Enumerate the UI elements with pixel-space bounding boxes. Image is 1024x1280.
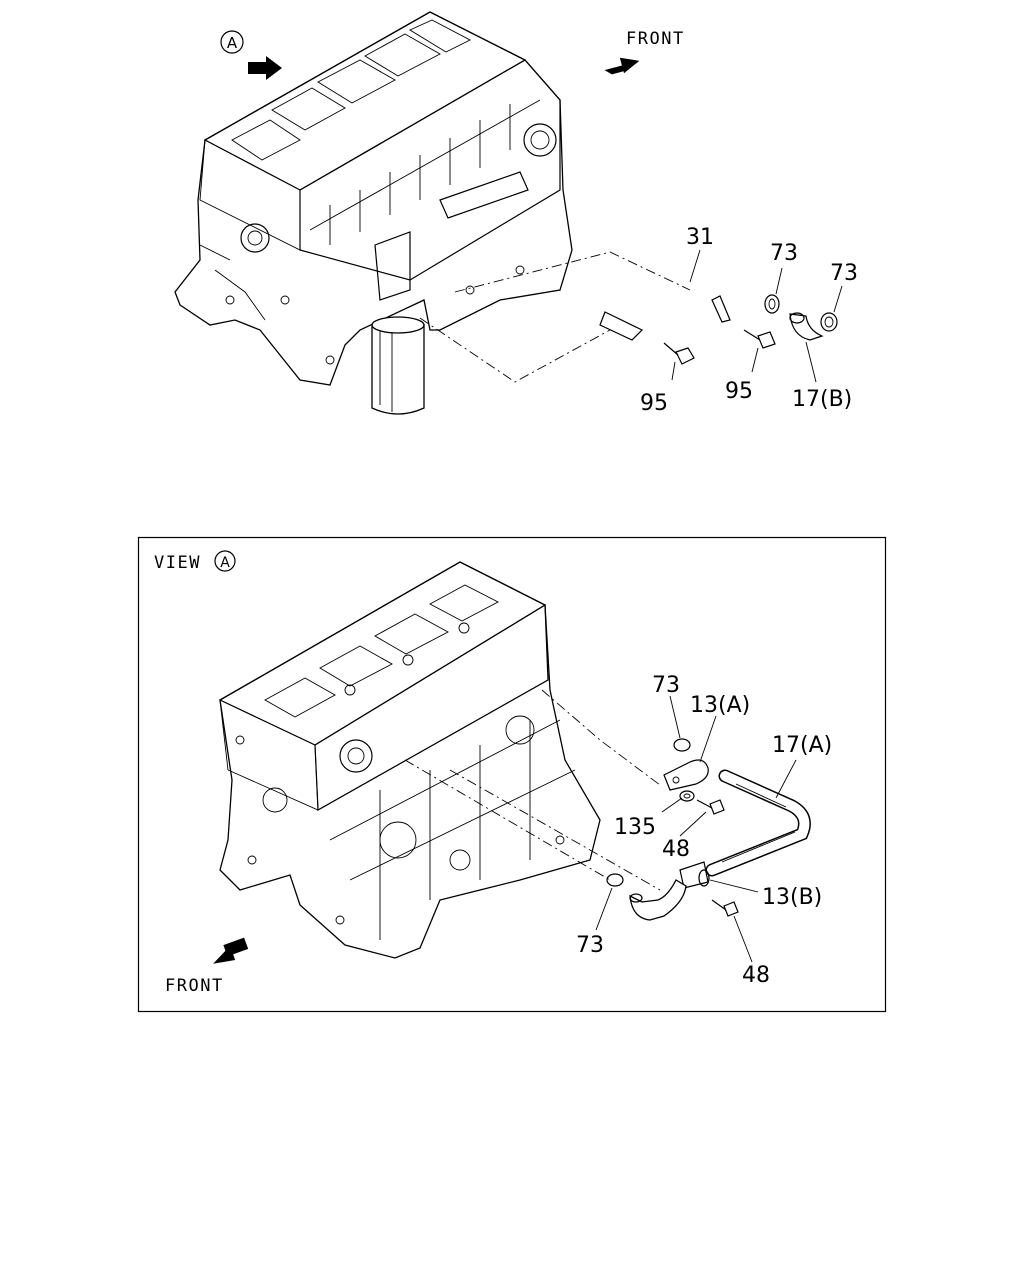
part-31-pipe bbox=[565, 288, 761, 341]
part-73-clamp-upper bbox=[673, 738, 691, 752]
callout-48-lower: 48 bbox=[742, 963, 770, 988]
engine-block-bottom bbox=[218, 561, 601, 959]
part-48-bolt-lower bbox=[711, 899, 739, 917]
callout-73-top-b: 73 bbox=[830, 261, 858, 286]
view-a-marker-bottom-letter: A bbox=[220, 555, 230, 571]
part-48-bolt-upper bbox=[696, 799, 725, 815]
part-13b-bracket bbox=[679, 861, 710, 889]
callout-135: 135 bbox=[614, 815, 656, 840]
callout-95-b: 95 bbox=[725, 379, 753, 404]
callout-31: 31 bbox=[686, 225, 714, 250]
view-a-marker: A bbox=[220, 30, 244, 54]
view-label: VIEW bbox=[154, 553, 201, 573]
callout-17b: 17(B) bbox=[792, 387, 852, 412]
bottom-leader-dashed-b bbox=[449, 769, 661, 891]
front-label-bottom: FRONT bbox=[165, 976, 224, 996]
elbow-hose-lower bbox=[629, 879, 687, 921]
callout-95-a: 95 bbox=[640, 391, 668, 416]
part-73-clamp-b bbox=[820, 312, 838, 332]
callout-73-top-a: 73 bbox=[770, 241, 798, 266]
part-95-bolt-a bbox=[663, 342, 695, 365]
bottom-view: VIEW A bbox=[137, 536, 887, 1013]
engine-block-top bbox=[174, 11, 573, 415]
view-direction-arrow-icon bbox=[248, 56, 282, 80]
callout-13b: 13(B) bbox=[762, 885, 822, 910]
callout-73-bottom-a: 73 bbox=[652, 673, 680, 698]
front-arrow-bottom-icon bbox=[213, 937, 249, 964]
part-17a-pipe bbox=[705, 769, 811, 877]
front-arrow-top-icon bbox=[604, 57, 640, 75]
part-73-clamp-a bbox=[764, 294, 780, 314]
top-view: A FRONT bbox=[174, 11, 858, 416]
part-73-clamp-lower bbox=[606, 873, 624, 887]
top-callout-leaders bbox=[671, 249, 843, 383]
callout-13a: 13(A) bbox=[690, 693, 750, 718]
bottom-leader-dashed-a bbox=[541, 689, 661, 786]
view-a-marker-bottom: A bbox=[214, 550, 236, 572]
part-135-washer bbox=[679, 790, 695, 802]
top-leader-dashed bbox=[419, 251, 691, 383]
front-label-top: FRONT bbox=[626, 29, 685, 49]
part-95-bolt-b bbox=[743, 329, 776, 349]
part-17b-hose bbox=[789, 312, 824, 341]
callout-48-upper: 48 bbox=[662, 837, 690, 862]
view-a-marker-letter: A bbox=[227, 34, 238, 52]
view-a-frame bbox=[137, 536, 887, 1013]
bottom-callout-leaders bbox=[595, 695, 797, 963]
callout-17a: 17(A) bbox=[772, 733, 832, 758]
callout-73-bottom-b: 73 bbox=[576, 933, 604, 958]
part-13a-bracket bbox=[663, 759, 709, 791]
